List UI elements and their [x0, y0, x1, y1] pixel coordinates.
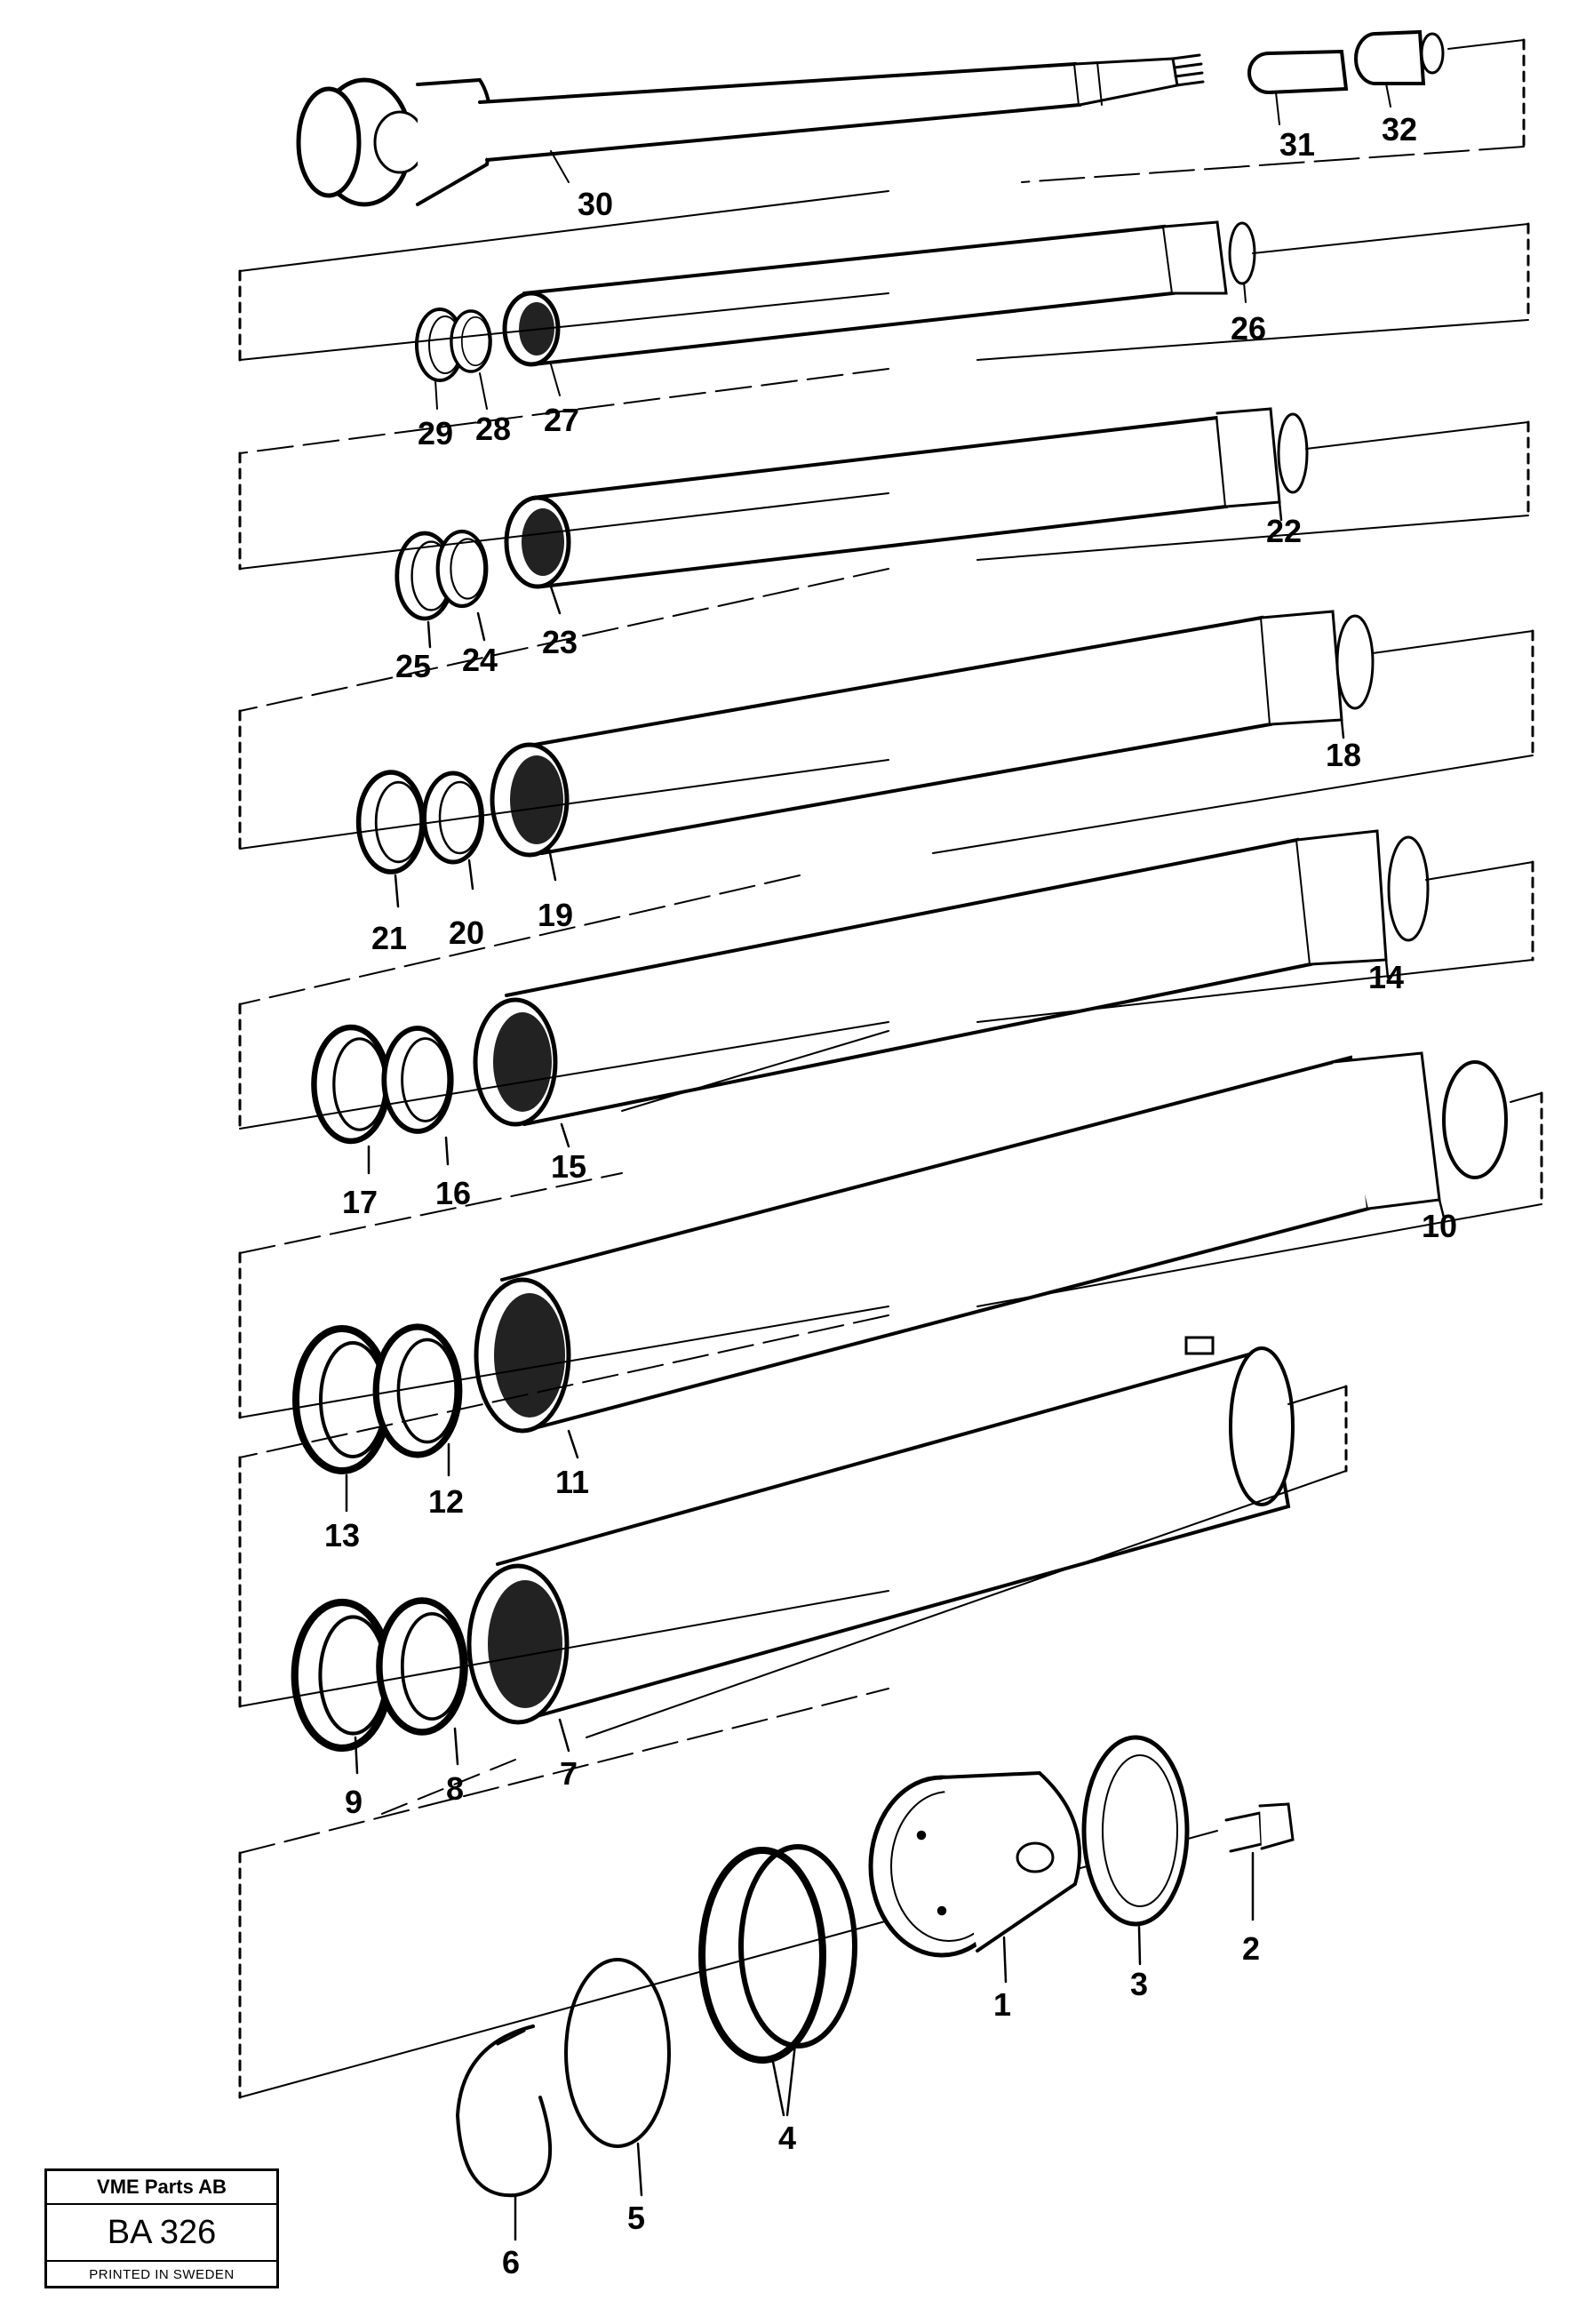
- title-block: VME Parts AB BA 326 PRINTED IN SWEDEN: [44, 2168, 279, 2288]
- label-part-27: 27: [544, 402, 579, 438]
- tube-11: [474, 1051, 1508, 1434]
- label-part-21: 21: [371, 920, 407, 956]
- o-rings-4: [698, 1844, 857, 2064]
- part-31-bushing: [1247, 49, 1349, 94]
- ring-5: [564, 1958, 671, 2148]
- label-part-15: 15: [551, 1148, 586, 1185]
- label-part-29: 29: [418, 415, 453, 451]
- label-part-7: 7: [560, 1755, 578, 1792]
- label-part-22: 22: [1266, 513, 1302, 549]
- tube-15: [473, 829, 1430, 1127]
- company-name: VME Parts AB: [47, 2171, 276, 2205]
- label-part-13: 13: [324, 1517, 360, 1553]
- ring-21: [359, 772, 424, 872]
- label-part-25: 25: [395, 648, 431, 684]
- label-part-30: 30: [578, 186, 613, 222]
- label-part-18: 18: [1326, 737, 1361, 773]
- label-part-3: 3: [1130, 1966, 1148, 2002]
- tube-7: [466, 1563, 570, 1725]
- ring-8: [379, 1601, 465, 1732]
- part-32-nut: [1354, 29, 1445, 85]
- tube-23: [504, 407, 1309, 589]
- label-part-11: 11: [555, 1464, 589, 1500]
- label-part-5: 5: [627, 2200, 645, 2236]
- label-part-32: 32: [1382, 111, 1417, 148]
- ring-17: [314, 1027, 387, 1141]
- ring-16: [384, 1028, 450, 1131]
- ring-9: [295, 1602, 390, 1748]
- ring-28: [450, 309, 492, 373]
- snap-ring-6: [455, 2025, 553, 2198]
- printed-note: PRINTED IN SWEDEN: [89, 2267, 235, 2282]
- label-part-31: 31: [1279, 126, 1315, 163]
- label-part-10: 10: [1422, 1208, 1457, 1244]
- diagram-code: BA 326: [47, 2205, 276, 2262]
- label-part-8: 8: [446, 1770, 464, 1807]
- label-part-17: 17: [342, 1184, 378, 1220]
- label-part-16: 16: [435, 1175, 471, 1211]
- label-part-26: 26: [1231, 310, 1266, 347]
- tube-27: [502, 220, 1256, 367]
- label-part-28: 28: [475, 411, 511, 447]
- label-part-1: 1: [993, 1986, 1011, 2023]
- ring-12: [376, 1327, 459, 1455]
- cylinder-barrel: [496, 1336, 1295, 1721]
- tube-19: [490, 610, 1375, 858]
- piston-rod-30: [296, 53, 1205, 207]
- label-part-4: 4: [778, 2120, 796, 2156]
- cylinder-head-1: [868, 1770, 1081, 1958]
- label-part-9: 9: [345, 1784, 363, 1820]
- label-part-14: 14: [1368, 959, 1404, 995]
- plate-3: [1081, 1735, 1190, 1927]
- label-part-6: 6: [502, 2244, 520, 2280]
- label-part-20: 20: [449, 914, 484, 951]
- label-part-23: 23: [542, 624, 578, 660]
- label-part-12: 12: [428, 1483, 464, 1520]
- bolt-2: [1224, 1802, 1295, 1853]
- label-part-19: 19: [538, 897, 573, 933]
- label-part-2: 2: [1242, 1930, 1260, 1967]
- label-part-24: 24: [462, 642, 498, 678]
